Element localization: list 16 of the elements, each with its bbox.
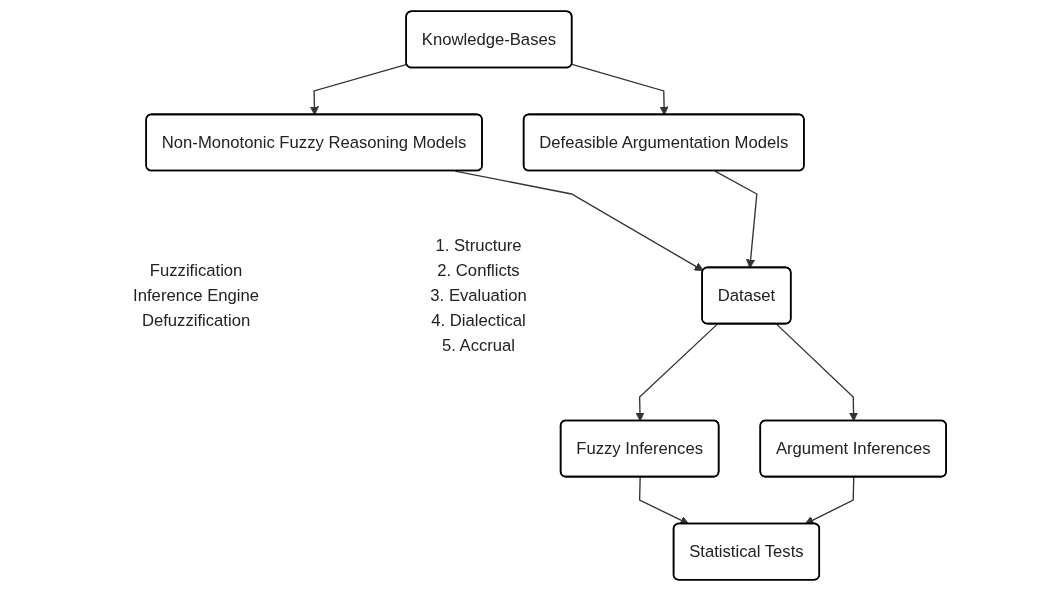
- node-label: 5. Accrual: [441, 336, 516, 354]
- node-label: 3. Evaluation: [430, 286, 527, 304]
- arrow: [714, 170, 758, 269]
- arrow: [638, 476, 690, 525]
- arrow: [775, 323, 859, 422]
- node-label: 1. Structure: [435, 236, 522, 254]
- node-label: Inference Engine: [133, 286, 260, 304]
- arrow: [454, 170, 704, 272]
- node-label: 4. Dialectical: [431, 311, 526, 329]
- node-label: Fuzzification: [149, 261, 243, 279]
- arrow: [804, 476, 855, 525]
- arrow: [635, 323, 719, 422]
- arrow: [571, 63, 669, 116]
- arrow: [309, 63, 408, 116]
- node-label: 2. Conflicts: [437, 261, 520, 279]
- node-label: Defuzzification: [141, 311, 251, 329]
